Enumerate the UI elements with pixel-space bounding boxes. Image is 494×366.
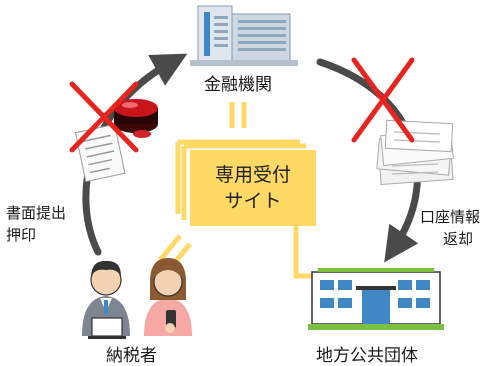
right-flow-line1: 口座情報 (420, 208, 481, 226)
bank-label: 金融機関 (204, 75, 272, 95)
site-frame-back (175, 139, 300, 214)
taxpayer-label: 納税者 (106, 346, 157, 366)
dedicated-site-box: 専用受付 サイト (190, 150, 316, 226)
cross-mark-icon (351, 57, 415, 143)
right-flow-label: 口座情報 返却 (420, 206, 480, 250)
right-flow-line2: 返却 (443, 230, 474, 248)
left-flow-line1: 書面提出 (6, 204, 67, 222)
government-label: 地方公共団体 (316, 346, 418, 366)
connector-lines (158, 102, 322, 279)
seal-stamp-icon (114, 99, 158, 138)
taxpayer-people-icon (82, 258, 192, 339)
government-building-icon (308, 268, 444, 330)
cross-mark-icon (69, 81, 139, 153)
taxpayer-link-1 (158, 234, 182, 262)
site-label-line2: サイト (224, 190, 282, 212)
site-frame-mid (181, 143, 306, 220)
left-flow-line2: 押印 (6, 226, 37, 244)
paper-stack-icon (376, 119, 454, 186)
site-label-line1: 専用受付 (214, 164, 291, 186)
left-flow-label: 書面提出 押印 (6, 202, 66, 246)
bank-building-icon (190, 5, 298, 66)
